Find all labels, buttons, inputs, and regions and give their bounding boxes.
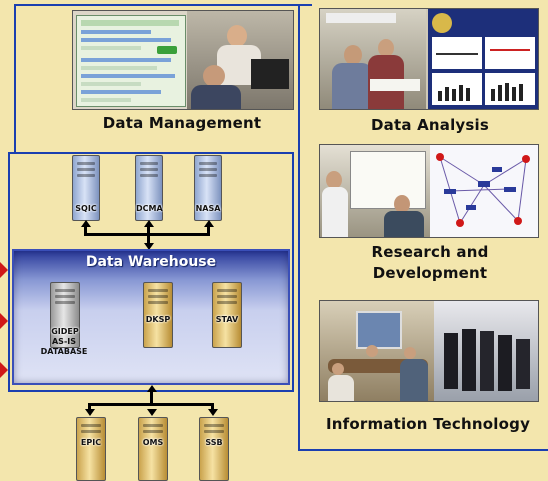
gidep-asis-label: AS-IS xyxy=(51,337,76,346)
epic-server: EPIC xyxy=(76,417,106,481)
dcma-label: DCMA xyxy=(136,204,163,213)
bottom-connector-left xyxy=(88,403,91,411)
information-technology-label: Information Technology xyxy=(325,415,531,433)
chart-dashboard xyxy=(428,9,538,109)
dcma-server: DCMA xyxy=(135,155,163,221)
bottom-connector-right xyxy=(211,403,214,411)
data-warehouse-title: Data Warehouse xyxy=(85,254,217,270)
nasa-server: NASA xyxy=(194,155,222,221)
top-connector-mid xyxy=(147,226,150,246)
oms-server: OMS xyxy=(138,417,168,481)
arrow-up-nasa xyxy=(204,220,214,227)
ssb-label: SSB xyxy=(205,438,223,447)
dksp-server: DKSP xyxy=(143,282,173,348)
gidep-server: GIDEP xyxy=(50,282,80,348)
data-management-photo xyxy=(72,10,294,110)
research-photo xyxy=(319,144,539,238)
research-label-line2: Development xyxy=(372,264,488,282)
sqic-server: SQIC xyxy=(72,155,100,221)
nasa-label: NASA xyxy=(195,204,221,213)
input-arrow-3 xyxy=(0,362,8,378)
bottom-connector-bar xyxy=(88,403,214,406)
arrow-down-epic xyxy=(85,409,95,416)
server-room-scene xyxy=(434,301,538,401)
dksp-label: DKSP xyxy=(145,315,171,324)
input-arrow-1 xyxy=(0,262,8,278)
arrow-down-oms xyxy=(147,409,157,416)
top-connector-left xyxy=(84,226,87,235)
network-graph xyxy=(430,145,538,237)
analysts-scene xyxy=(320,9,426,109)
office-scene xyxy=(187,11,293,109)
data-management-label: Data Management xyxy=(102,114,262,132)
whiteboard-scene xyxy=(320,145,430,237)
arrow-down-warehouse xyxy=(144,243,154,250)
frame-line-right xyxy=(298,4,300,450)
arrow-up-dcma xyxy=(144,220,154,227)
ssb-server: SSB xyxy=(199,417,229,481)
gidep-database-label: DATABASE xyxy=(40,347,88,356)
conference-scene xyxy=(320,301,434,401)
top-connector-right xyxy=(207,226,210,235)
screen-form xyxy=(76,15,186,107)
information-technology-photo xyxy=(319,300,539,402)
arrow-up-sqic xyxy=(81,220,91,227)
gidep-label: GIDEP xyxy=(51,327,79,336)
input-arrow-2 xyxy=(0,313,8,329)
frame-line-top xyxy=(14,4,312,6)
oms-label: OMS xyxy=(142,438,164,447)
stav-server: STAV xyxy=(212,282,242,348)
frame-line-left xyxy=(14,4,16,154)
data-analysis-label: Data Analysis xyxy=(370,116,489,134)
epic-label: EPIC xyxy=(80,438,102,447)
research-label-line1: Research and xyxy=(371,243,489,261)
arrow-up-warehouse xyxy=(147,385,157,392)
frame-line-bottom xyxy=(298,449,548,451)
arrow-down-ssb xyxy=(208,409,218,416)
data-analysis-photo xyxy=(319,8,539,110)
stav-label: STAV xyxy=(215,315,239,324)
sqic-label: SQIC xyxy=(75,204,97,213)
bottom-connector-mid xyxy=(150,391,153,405)
